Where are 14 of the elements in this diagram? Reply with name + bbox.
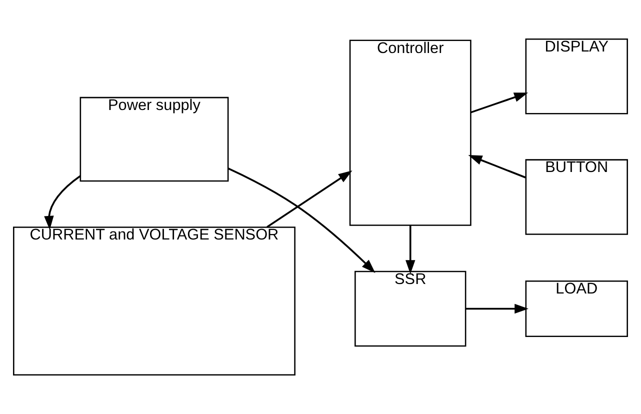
arrow (266, 170, 352, 228)
node-box: CURRENT and VOLTAGE SENSOR (13, 226, 296, 376)
node-box: SSR (354, 270, 466, 347)
node-box: BUTTON (525, 159, 628, 235)
arrow (466, 304, 528, 314)
arrow (470, 92, 528, 114)
arrow (44, 175, 81, 230)
node-box: Controller (349, 40, 472, 226)
node-box: LOAD (525, 280, 628, 337)
node-box: Power supply (80, 96, 229, 182)
arrow (468, 155, 526, 178)
arrow (228, 168, 376, 273)
node-box: DISPLAY (525, 38, 628, 114)
arrow (406, 225, 416, 274)
